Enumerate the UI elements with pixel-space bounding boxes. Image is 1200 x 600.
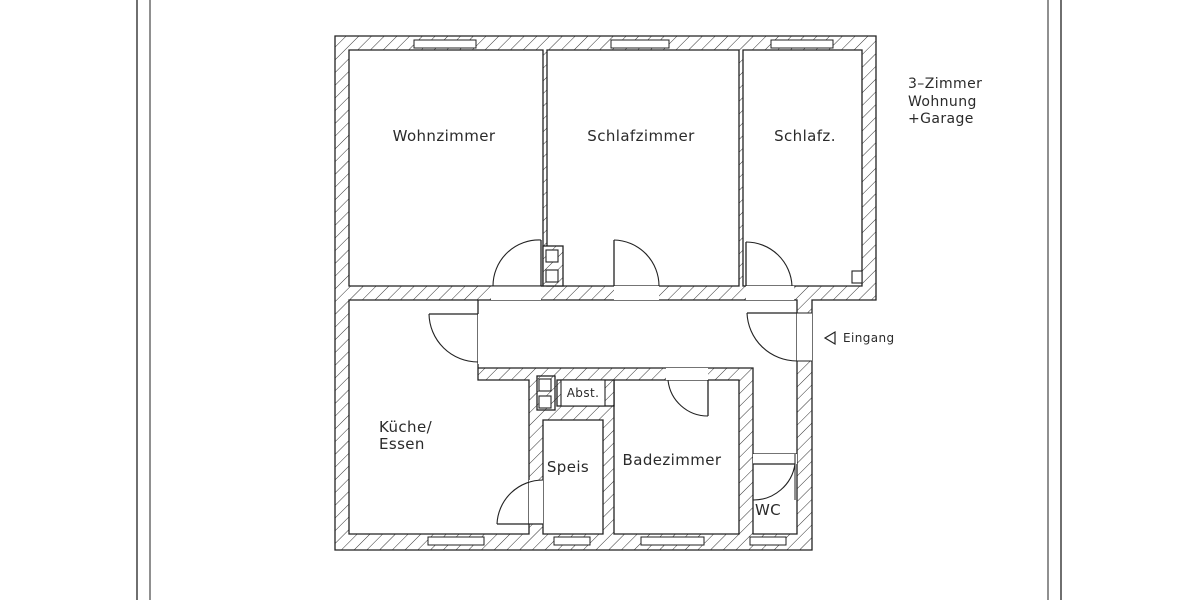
door-badezimmer <box>667 379 709 417</box>
room-label-schlafz: Schlafz. <box>774 127 836 145</box>
plan-title-line-1: 3–Zimmer <box>908 76 982 92</box>
window <box>640 536 705 546</box>
window <box>427 536 485 546</box>
plan-title-line-2: Wohnung <box>908 94 977 110</box>
door-schlafz <box>745 241 793 287</box>
room-label-badezimmer: Badezimmer <box>623 451 722 469</box>
sheet-frame <box>136 0 1062 600</box>
doors <box>428 239 812 525</box>
room-label-kueche-line2: Essen <box>379 435 425 453</box>
room-label-wohnzimmer: Wohnzimmer <box>393 127 496 145</box>
entrance-arrow-icon <box>823 330 836 346</box>
window <box>770 39 834 49</box>
windows <box>413 39 834 546</box>
plan-title-line-3: +Garage <box>908 111 974 127</box>
door-kueche <box>428 313 479 363</box>
room-label-speis: Speis <box>547 458 589 476</box>
room-outlines <box>538 249 863 409</box>
door-schlafzimmer <box>613 239 660 287</box>
room-label-abst: Abst. <box>567 386 600 400</box>
door-entrance <box>746 312 812 362</box>
door-speis <box>496 479 544 525</box>
window <box>413 39 477 49</box>
room-label-wc: WC <box>755 501 781 519</box>
entrance-label: Eingang <box>843 331 895 345</box>
window <box>749 536 787 546</box>
room-label-kueche-line1: Küche/ <box>379 418 433 436</box>
window <box>553 536 591 546</box>
door-wohnzimmer <box>491 239 542 287</box>
door-wc <box>752 454 796 501</box>
room-label-schlafzimmer: Schlafzimmer <box>587 127 695 145</box>
window <box>610 39 670 49</box>
plan-title: 3–Zimmer Wohnung +Garage <box>908 76 982 127</box>
door-openings <box>478 286 812 524</box>
